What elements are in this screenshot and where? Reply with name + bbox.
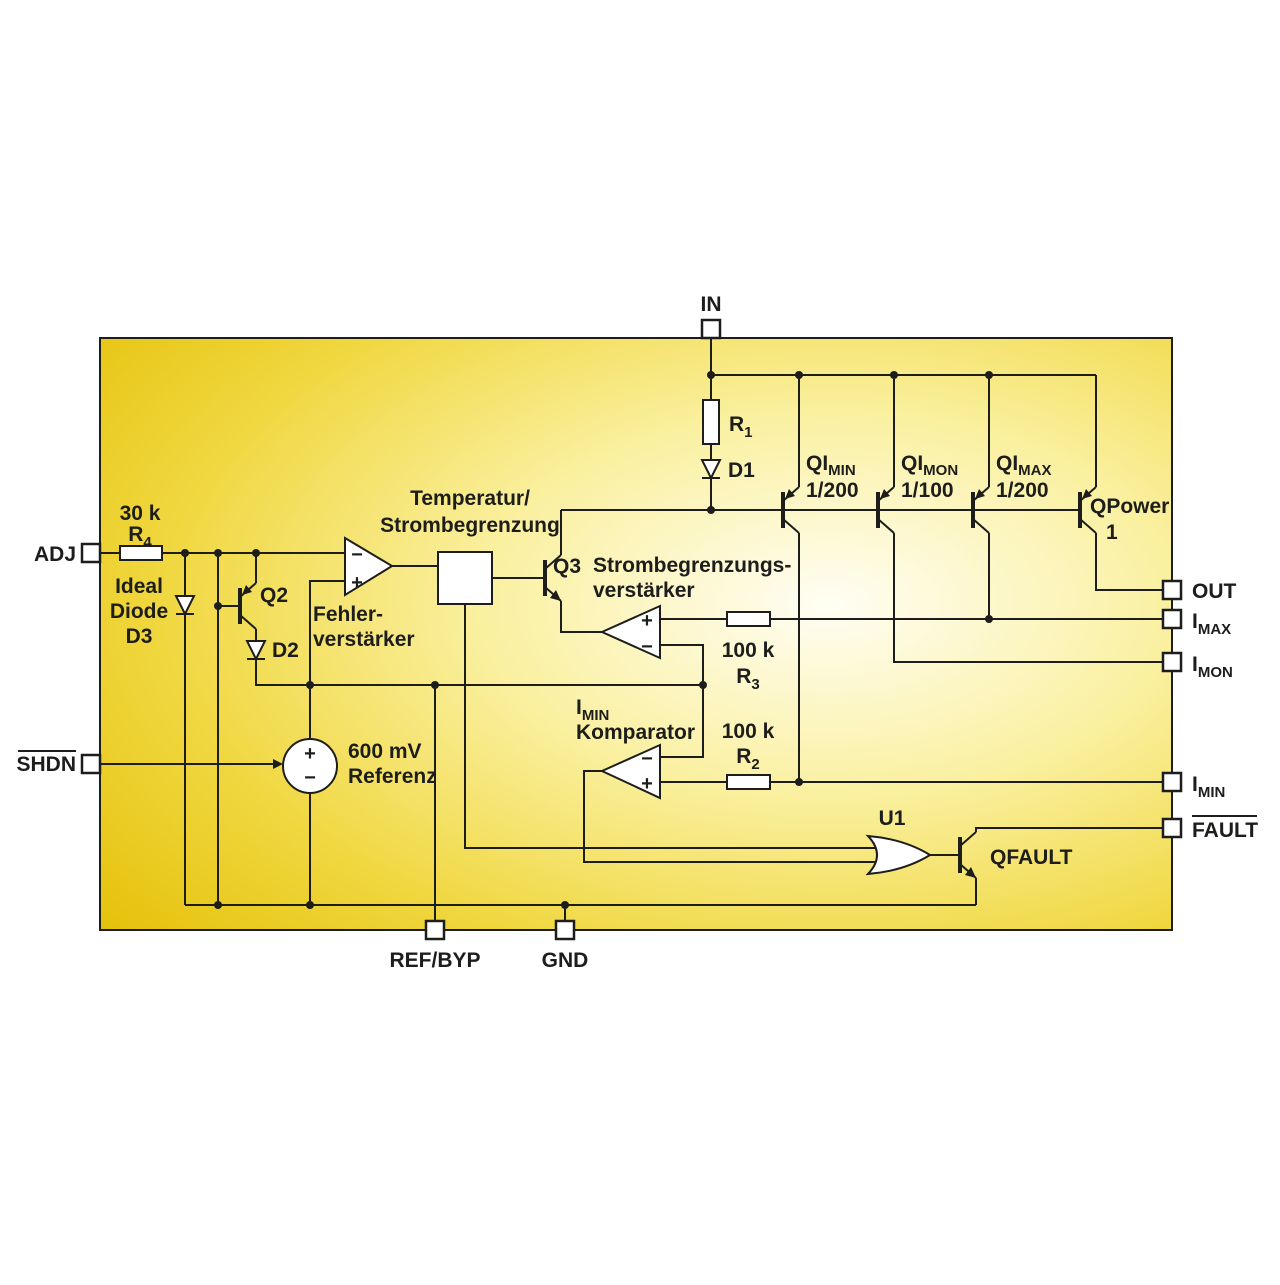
pin-imax [1161,608,1183,630]
pin-fault-label: FAULT [1192,815,1258,842]
label-ideal-diode-1: Ideal [115,575,163,598]
pin-refbyp [424,919,446,941]
label-d2: D2 [272,639,299,662]
diode-d1 [700,459,722,481]
label-d1: D1 [728,459,755,482]
label-comparator-1: IMIN [576,696,609,724]
error-amplifier [344,536,394,597]
pin-out-label: OUT [1192,580,1237,603]
label-qimax-ratio: 1/200 [996,479,1049,502]
svg-text:SHDN: SHDN [16,753,76,776]
pin-in [700,318,722,340]
label-ideal-diode-3: D3 [126,625,153,648]
label-q3: Q3 [553,555,581,578]
label-qimax: QIMAX [996,452,1052,479]
label-tempbox-2: Strombegrenzung [380,514,560,537]
label-r1: R1 [729,413,753,441]
pin-adj [80,542,102,564]
label-qimon: QIMON [901,452,958,479]
pin-adj-label: ADJ [34,543,76,566]
label-qimin: QIMIN [806,452,856,479]
pin-out [1161,579,1183,601]
junction-dots [181,371,993,909]
diode-d3-ideal [174,595,196,617]
label-comparator-2: Komparator [576,721,695,744]
reference-plus-sign: + [304,743,316,765]
label-r3: R3 [736,665,760,693]
pin-imax-label: IMAX [1192,610,1231,638]
label-cl-amp-2: verstärker [593,579,695,602]
cl-amp-minus-sign: − [641,636,653,658]
cl-amp-plus-sign: + [641,610,653,632]
label-ideal-diode-2: Diode [110,600,168,623]
label-reference-2: Referenz [348,765,437,788]
comparator-minus-sign: − [641,748,653,770]
resistor-r2 [726,774,771,790]
label-r4: R4 [128,523,152,551]
label-u1: U1 [879,807,906,830]
error-amp-plus-sign: + [351,572,363,594]
pin-fault [1161,817,1183,839]
pin-shdn [80,753,102,775]
label-r4-value: 30 k [120,502,161,525]
imin-comparator [599,743,661,800]
label-r3-value: 100 k [722,639,775,662]
label-qpower-ratio: 1 [1106,521,1118,544]
or-gate-u1 [865,834,932,876]
current-limit-amplifier [599,604,661,660]
pin-in-label: IN [701,293,722,316]
label-qimin-ratio: 1/200 [806,479,859,502]
resistor-r1 [702,399,720,445]
label-error-amp-2: verstärker [313,628,415,651]
svg-text:FAULT: FAULT [1192,819,1258,842]
diode-d2 [245,640,267,662]
label-qpower: QPower [1090,495,1169,518]
label-tempbox-1: Temperatur/ [410,487,530,510]
pin-imon [1161,651,1183,673]
reference-minus-sign: − [304,767,316,789]
pin-imin-label: IMIN [1192,773,1225,801]
label-reference-1: 600 mV [348,740,422,763]
label-r2-value: 100 k [722,720,775,743]
pin-gnd [554,919,576,941]
pin-imin [1161,771,1183,793]
pin-gnd-label: GND [542,949,589,972]
temp-current-limit-box [437,551,493,605]
voltage-reference-circle [282,738,338,794]
resistor-r3 [726,611,771,627]
pin-shdn-label: SHDN [16,750,76,776]
comparator-plus-sign: + [641,773,653,795]
label-cl-amp-1: Strombegrenzungs- [593,554,791,577]
label-qimon-ratio: 1/100 [901,479,954,502]
label-q2: Q2 [260,584,288,607]
label-qfault: QFAULT [990,846,1073,869]
pin-imon-label: IMON [1192,653,1233,681]
label-r2: R2 [736,745,760,773]
resistor-r4 [119,545,163,561]
error-amp-minus-sign: − [351,544,363,566]
label-error-amp-1: Fehler- [313,603,383,626]
shdn-arrowhead [273,759,283,769]
pin-refbyp-label: REF/BYP [389,949,480,972]
